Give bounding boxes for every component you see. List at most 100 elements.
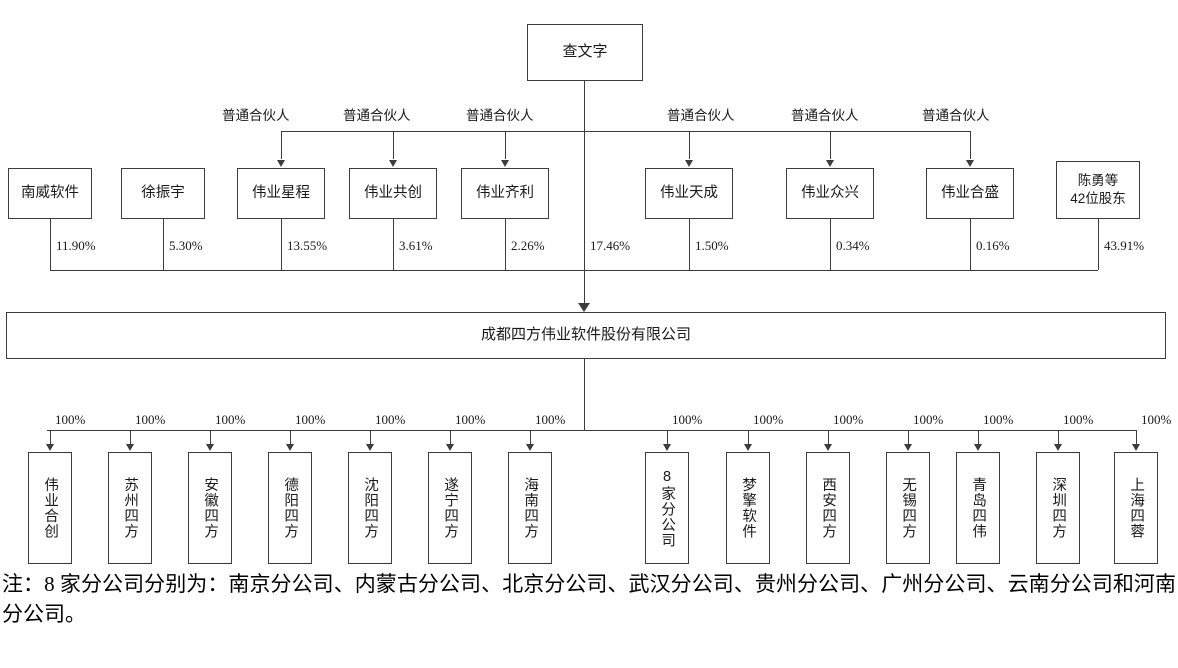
- shareholder-box-1: 南威软件: [8, 168, 92, 219]
- shareholder-inbound-arrow-4: [388, 160, 397, 167]
- shareholder-percent-8: 0.16%: [976, 238, 1010, 253]
- partner-drop-left-2: [393, 131, 394, 159]
- shareholder-box-3: 伟业星程: [237, 168, 325, 219]
- root-to-company-connector: [584, 81, 585, 306]
- subsidiary-label-14: 上海四蓉: [1128, 477, 1145, 539]
- shareholder-percent-9: 43.91%: [1104, 238, 1145, 253]
- subsidiary-box-14: 上海四蓉: [1114, 452, 1158, 564]
- shareholder-box-8: 伟业合盛: [926, 168, 1014, 219]
- partner-bus-left: [281, 131, 585, 132]
- subsidiary-drop-5: [370, 430, 371, 444]
- subsidiary-inbound-arrow-9: [743, 444, 752, 451]
- subsidiary-drop-13: [1058, 430, 1059, 444]
- shareholder-label-4: 伟业共创: [364, 185, 422, 202]
- subsidiary-label-6: 遂宁四方: [442, 477, 459, 539]
- shareholder-stub-5: [505, 219, 506, 270]
- subsidiary-drop-10: [828, 430, 829, 444]
- subsidiary-box-13: 深圳四方: [1036, 452, 1080, 564]
- subsidiary-label-10: 西安四方: [820, 477, 837, 539]
- shareholder-stub-8: [970, 219, 971, 270]
- subsidiary-drop-12: [978, 430, 979, 444]
- subsidiary-drop-2: [130, 430, 131, 444]
- subsidiary-percent-12: 100%: [983, 412, 1014, 427]
- partner-role-label-5: 普通合伙人: [791, 108, 859, 123]
- subsidiary-percent-13: 100%: [1063, 412, 1094, 427]
- subsidiary-box-4: 德阳四方: [268, 452, 312, 564]
- shareholder-percent-3: 13.55%: [287, 238, 328, 253]
- subsidiary-label-1: 伟业合创: [42, 477, 59, 539]
- subsidiary-percent-4: 100%: [295, 412, 326, 427]
- subsidiary-inbound-arrow-13: [1053, 444, 1062, 451]
- subsidiary-inbound-arrow-12: [973, 444, 982, 451]
- subsidiary-label-2: 苏州四方: [122, 477, 139, 539]
- shareholder-percent-5: 2.26%: [511, 238, 545, 253]
- subsidiary-percent-11: 100%: [913, 412, 944, 427]
- subsidiary-box-12: 青岛四伟: [956, 452, 1000, 564]
- shareholder-inbound-arrow-7: [825, 160, 834, 167]
- subsidiary-inbound-arrow-5: [365, 444, 374, 451]
- subsidiary-box-5: 沈阳四方: [348, 452, 392, 564]
- subsidiary-drop-7: [530, 430, 531, 444]
- shareholder-box-5: 伟业齐利: [461, 168, 549, 219]
- subsidiary-percent-14: 100%: [1141, 412, 1172, 427]
- subsidiary-drop-11: [908, 430, 909, 444]
- partner-role-label-3: 普通合伙人: [466, 108, 534, 123]
- root-person-label: 查文字: [562, 43, 608, 61]
- shareholder-label-1: 南威软件: [21, 185, 79, 202]
- shareholder-label-2: 徐振宇: [141, 185, 185, 202]
- subsidiary-drop-4: [290, 430, 291, 444]
- subsidiary-inbound-arrow-8: [662, 444, 671, 451]
- subsidiary-inbound-arrow-6: [445, 444, 454, 451]
- main-company-box: 成都四方伟业软件股份有限公司: [6, 312, 1166, 359]
- company-inbound-arrow: [578, 303, 590, 312]
- subsidiary-inbound-arrow-1: [45, 444, 54, 451]
- subsidiary-bus: [47, 430, 1137, 431]
- subsidiary-drop-1: [50, 430, 51, 444]
- partner-role-label-6: 普通合伙人: [922, 108, 990, 123]
- shareholder-percent-4: 3.61%: [399, 238, 433, 253]
- subsidiary-drop-8: [667, 430, 668, 444]
- shareholder-inbound-arrow-6: [684, 160, 693, 167]
- shareholder-inbound-arrow-8: [965, 160, 974, 167]
- root-person-box: 查文字: [527, 24, 643, 81]
- subsidiary-percent-3: 100%: [215, 412, 246, 427]
- shareholder-label-7: 伟业众兴: [801, 185, 859, 202]
- shareholder-box-2: 徐振宇: [121, 168, 205, 219]
- company-to-subsidiary-connector: [584, 359, 585, 430]
- subsidiary-box-8: 8家分公司: [645, 452, 689, 564]
- subsidiary-box-7: 海南四方: [508, 452, 552, 564]
- subsidiary-percent-8: 100%: [672, 412, 703, 427]
- shareholder-percent-2: 5.30%: [169, 238, 203, 253]
- shareholder-stub-3: [281, 219, 282, 270]
- subsidiary-percent-6: 100%: [455, 412, 486, 427]
- subsidiary-drop-14: [1136, 430, 1137, 444]
- subsidiary-inbound-arrow-4: [285, 444, 294, 451]
- subsidiary-percent-2: 100%: [135, 412, 166, 427]
- shareholder-stub-6: [689, 219, 690, 270]
- shareholder-box-7: 伟业众兴: [786, 168, 874, 219]
- shareholder-stub-1: [50, 219, 51, 270]
- shareholder-box-6: 伟业天成: [645, 168, 733, 219]
- partner-role-label-2: 普通合伙人: [343, 108, 411, 123]
- shareholder-stub-4: [393, 219, 394, 270]
- subsidiary-inbound-arrow-11: [903, 444, 912, 451]
- shareholder-aggregation-bus: [50, 270, 1098, 271]
- subsidiary-label-3: 安徽四方: [202, 477, 219, 539]
- subsidiary-box-2: 苏州四方: [108, 452, 152, 564]
- subsidiary-percent-1: 100%: [55, 412, 86, 427]
- shareholder-inbound-arrow-3: [276, 160, 285, 167]
- shareholder-label-3: 伟业星程: [252, 185, 310, 202]
- subsidiary-label-5: 沈阳四方: [362, 477, 379, 539]
- subsidiary-label-11: 无锡四方: [900, 477, 917, 539]
- shareholder-stub-7: [830, 219, 831, 270]
- subsidiary-inbound-arrow-3: [205, 444, 214, 451]
- subsidiary-label-12: 青岛四伟: [970, 477, 987, 539]
- shareholder-stub-9: [1098, 219, 1099, 270]
- subsidiary-box-3: 安徽四方: [188, 452, 232, 564]
- shareholder-percent-7: 0.34%: [836, 238, 870, 253]
- subsidiary-drop-9: [748, 430, 749, 444]
- direct-holding-percent: 17.46%: [590, 238, 631, 253]
